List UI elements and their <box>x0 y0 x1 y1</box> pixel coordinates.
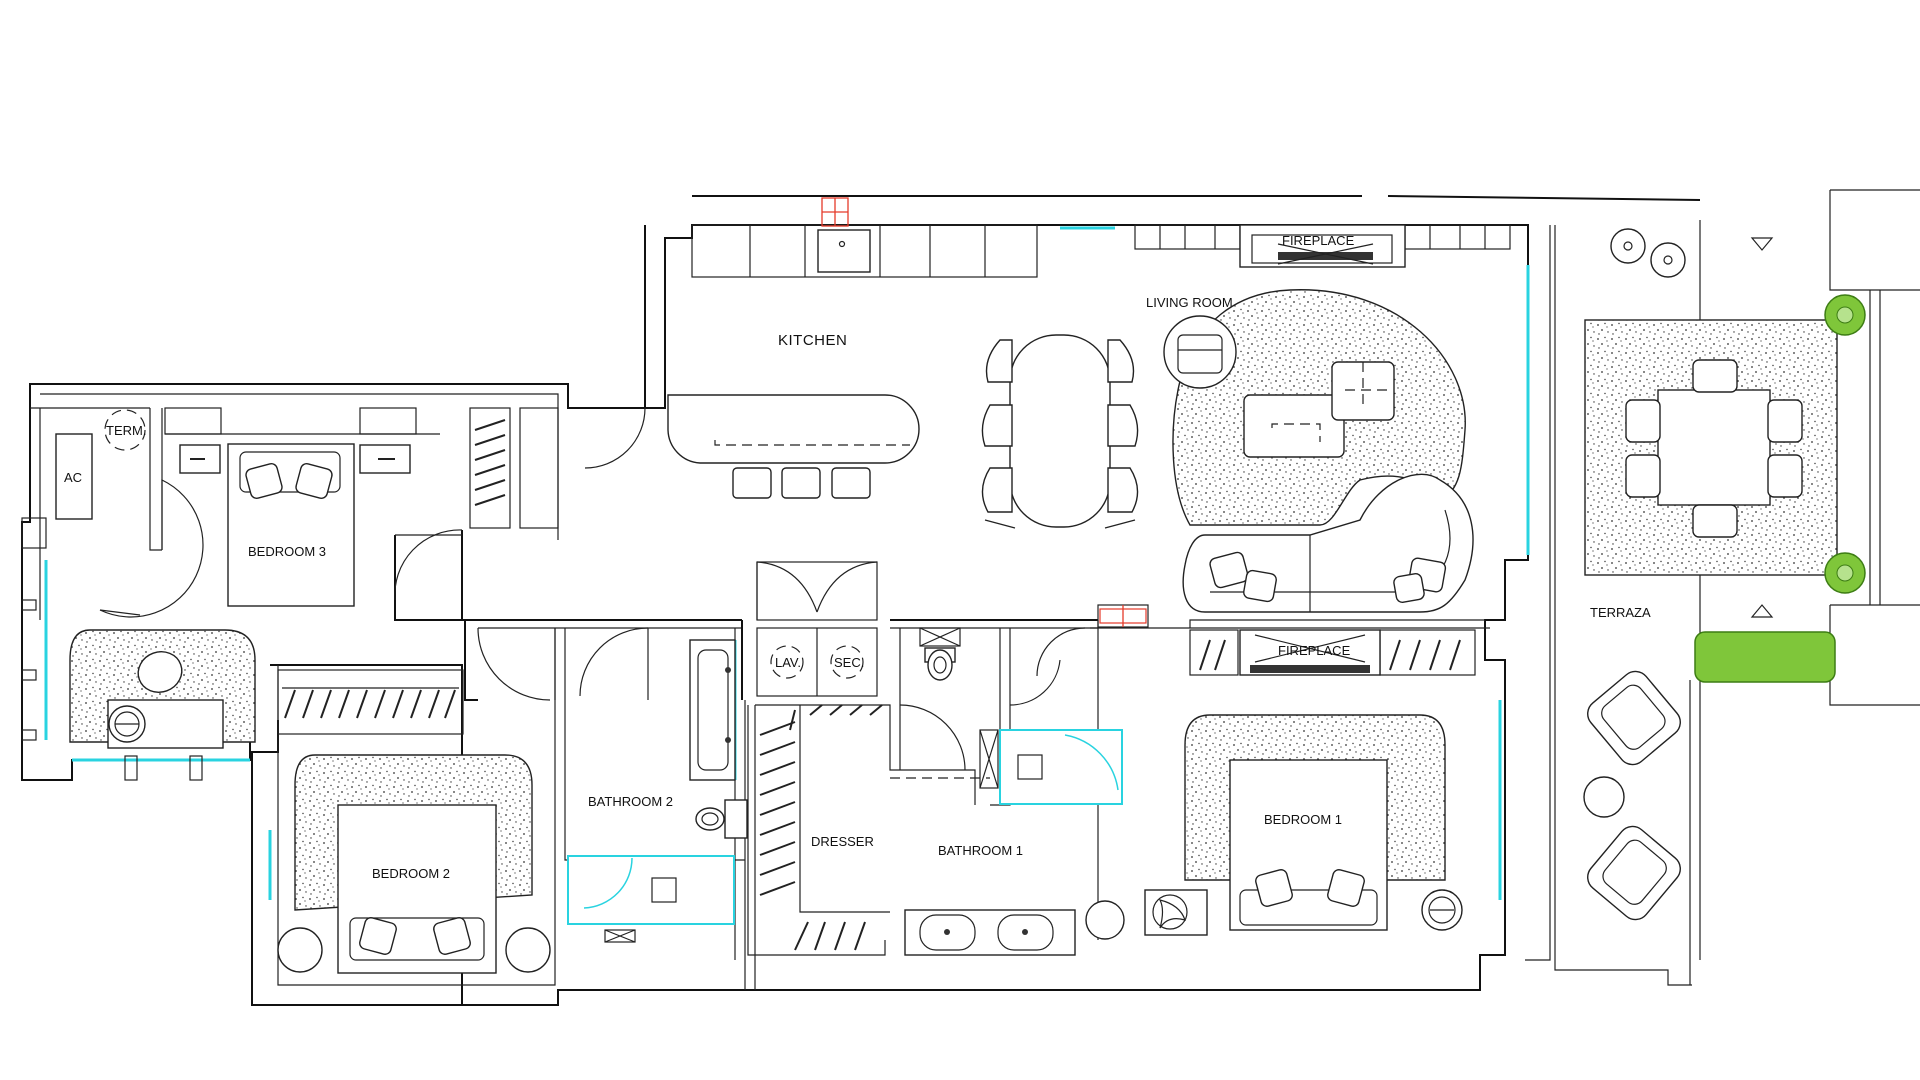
living-room: FIREPLACE LIVING ROOM <box>1134 224 1511 613</box>
dining-set <box>981 334 1139 529</box>
room-label-bedroom-2: BEDROOM 2 <box>372 866 450 881</box>
stool-icon <box>781 467 821 499</box>
bedroom-1: FIREPLACE BEDROOM 1 <box>1036 604 1476 936</box>
glazing <box>44 226 1530 900</box>
kitchen: KITCHEN <box>667 197 1038 499</box>
fireplace-bottom: FIREPLACE <box>1189 629 1476 676</box>
bathroom-1: BATHROOM 1 <box>899 627 1125 956</box>
hanger-rack <box>759 704 883 951</box>
fireplace-label-top: FIREPLACE <box>1282 233 1355 248</box>
walls <box>21 189 1920 1006</box>
armchair-icon <box>1163 315 1237 389</box>
ac-label: AC <box>64 470 82 485</box>
chair-icon <box>1107 339 1135 383</box>
term-icon <box>104 409 146 451</box>
bedroom-2: BEDROOM 2 <box>277 627 556 974</box>
bedroom-3: AC TERM. BEDROOM 3 <box>55 407 646 781</box>
plant-icon <box>1824 552 1866 594</box>
hanger-rack <box>282 687 459 719</box>
terrace-table <box>1657 389 1771 506</box>
dresser: DRESSER <box>747 704 890 956</box>
shower <box>567 855 735 925</box>
sec-label: SEC. <box>834 655 864 670</box>
hanger-rack <box>474 419 506 506</box>
desk-chair-icon <box>137 651 183 693</box>
room-label-bedroom-1: BEDROOM 1 <box>1264 812 1342 827</box>
terraza: TERRAZA <box>1583 228 1866 921</box>
room-label-kitchen: KITCHEN <box>778 332 847 349</box>
bed-icon <box>1229 759 1388 931</box>
laundry: LAV. SEC. <box>756 561 878 697</box>
sofa-icon <box>1182 473 1474 613</box>
bed-icon <box>227 443 355 607</box>
triangle-marker-icon <box>1750 237 1774 251</box>
room-label-bathroom-1: BATHROOM 1 <box>938 843 1023 858</box>
room-label-living-room: LIVING ROOM <box>1146 295 1233 310</box>
fireplace-top: FIREPLACE <box>1134 224 1511 268</box>
fireplace-label-bottom: FIREPLACE <box>1278 643 1351 658</box>
chair-icon <box>981 467 1013 513</box>
toilet-icon <box>695 799 748 839</box>
shower <box>999 729 1123 805</box>
room-label-dresser: DRESSER <box>811 834 874 849</box>
chair-icon <box>1107 467 1139 513</box>
dining-table <box>1009 334 1111 528</box>
chair-icon <box>981 404 1013 447</box>
kitchen-sink-icon <box>817 197 871 273</box>
stool-icon <box>831 467 871 499</box>
plant-icon <box>1824 294 1866 336</box>
bathroom-2: BATHROOM 2 <box>567 627 748 943</box>
dryer-icon <box>830 645 864 679</box>
coffee-table <box>1243 394 1345 458</box>
nightstand <box>505 927 551 973</box>
side-table <box>1583 776 1625 818</box>
triangle-marker-icon <box>1750 604 1774 618</box>
washer-icon <box>770 645 804 679</box>
lounge-chair-icon <box>1587 825 1681 921</box>
nightstand <box>277 927 323 973</box>
toilet-icon <box>924 647 956 681</box>
room-label-bedroom-3: BEDROOM 3 <box>248 544 326 559</box>
ac-unit <box>55 433 93 520</box>
term-label: TERM. <box>106 423 146 438</box>
nightstand <box>1144 889 1208 936</box>
room-label-bathroom-2: BATHROOM 2 <box>588 794 673 809</box>
lamp-icon <box>1152 894 1188 930</box>
chair-icon <box>1107 404 1139 447</box>
lav-label: LAV. <box>775 655 801 670</box>
room-label-terraza: TERRAZA <box>1590 605 1651 620</box>
stool-icon <box>732 467 772 499</box>
lounge-chair-icon <box>1587 670 1681 766</box>
chair-icon <box>985 339 1013 383</box>
vanity <box>904 909 1076 956</box>
planter <box>1694 631 1836 683</box>
terrace-chairs <box>1625 359 1803 538</box>
